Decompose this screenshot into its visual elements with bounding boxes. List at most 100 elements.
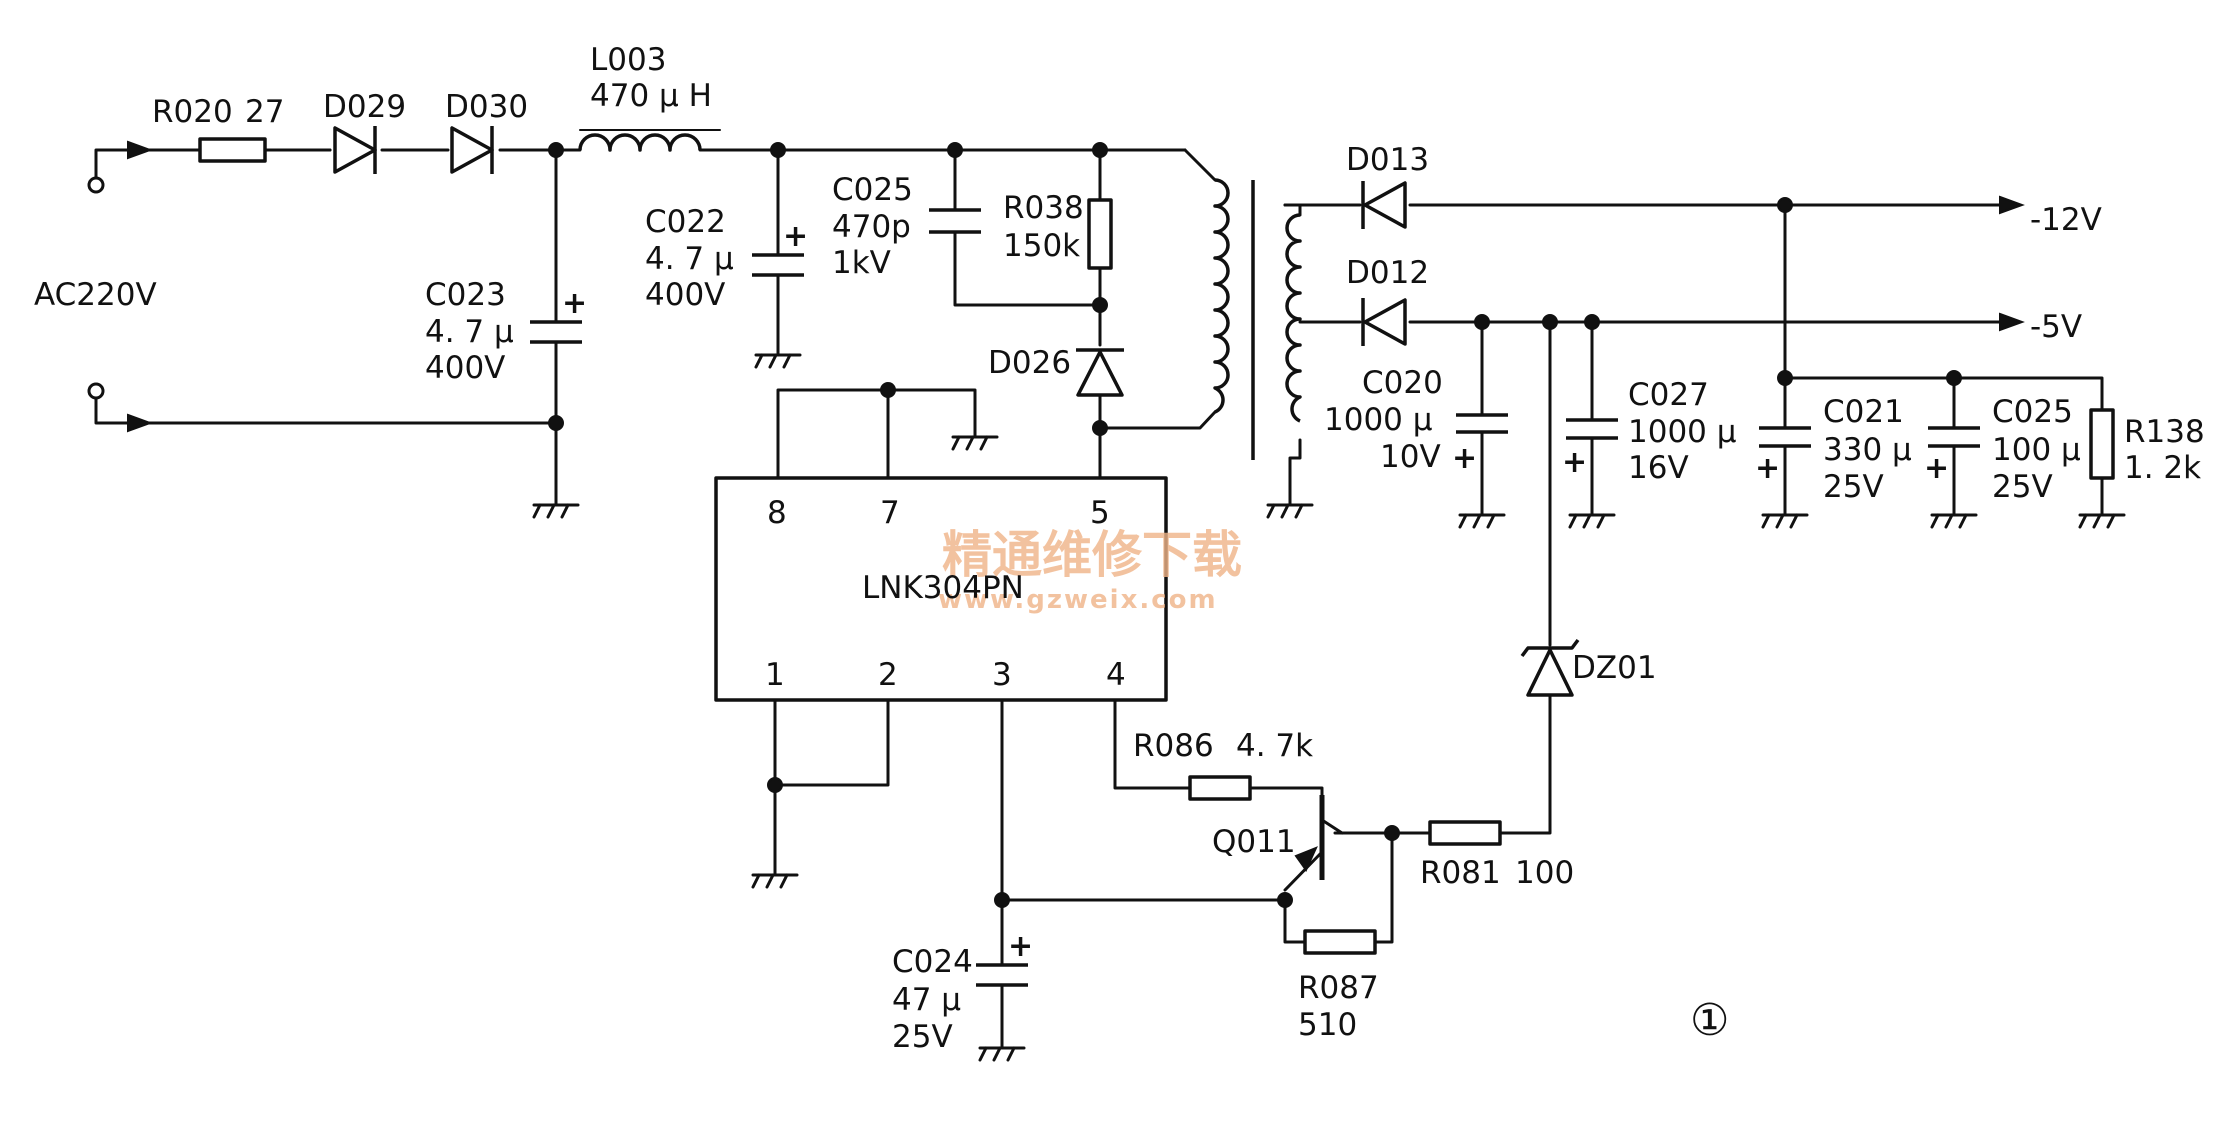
c025a-ref: C025	[832, 172, 913, 208]
r087-resistor	[1303, 929, 1377, 955]
c025a-voltage: 1kV	[832, 245, 891, 281]
c020-value: 1000 μ	[1324, 402, 1432, 438]
l003-ref: L003	[590, 42, 666, 78]
c025a-value: 470p	[832, 209, 911, 245]
ic-pin-4: 4	[1106, 657, 1126, 693]
r020-ref: R020	[152, 94, 233, 130]
r081-value: 100	[1515, 855, 1574, 891]
c020-ref: C020	[1362, 365, 1443, 401]
ac-input-label: AC220V	[34, 277, 157, 313]
r020-value: 27	[245, 94, 284, 130]
r038-value: 150k	[1003, 228, 1080, 264]
r086-resistor	[1188, 775, 1252, 801]
c023-voltage: 400V	[425, 350, 505, 386]
d029-diode	[308, 126, 377, 174]
d026-ref: D026	[988, 345, 1071, 381]
c025b-capacitor: +	[1924, 426, 1980, 486]
junction-dots	[548, 142, 1962, 908]
c027-ref: C027	[1628, 377, 1709, 413]
c022-voltage: 400V	[645, 277, 725, 313]
svg-text:+: +	[562, 286, 587, 321]
c021-voltage: 25V	[1823, 469, 1884, 505]
c022-ref: C022	[645, 204, 726, 240]
figure-number: ①	[1690, 995, 1729, 1046]
secondary-winding	[1285, 213, 1302, 423]
c022-capacitor: +	[752, 219, 808, 277]
d012-ref: D012	[1346, 255, 1429, 291]
r138-resistor	[2089, 408, 2115, 480]
input-arrow-top	[127, 140, 153, 160]
ic-pin-8: 8	[767, 495, 787, 531]
c024-capacitor: +	[976, 929, 1033, 987]
r138-value: 1. 2k	[2124, 450, 2201, 486]
ic-pin-5: 5	[1090, 495, 1110, 531]
r081-ref: R081	[1420, 855, 1501, 891]
svg-text:+: +	[1755, 451, 1780, 486]
c025b-voltage: 25V	[1992, 469, 2053, 505]
d012-diode	[1361, 298, 1407, 346]
c025a-capacitor	[929, 208, 981, 234]
c022-value: 4. 7 μ	[645, 241, 734, 277]
d030-ref: D030	[445, 89, 528, 125]
ic-pin-1: 1	[765, 657, 785, 693]
watermark-text: 精通维修下载	[942, 526, 1242, 584]
dz01-zener-diode	[1520, 638, 1580, 697]
r087-ref: R087	[1298, 970, 1379, 1006]
c021-capacitor: +	[1755, 426, 1811, 486]
c023-value: 4. 7 μ	[425, 314, 514, 350]
output-arrow-12v	[1999, 195, 2025, 215]
ic-lnk304pn	[714, 476, 1168, 702]
svg-text:+: +	[1924, 451, 1949, 486]
c021-value: 330 μ	[1823, 432, 1912, 468]
c027-capacitor: +	[1562, 418, 1618, 480]
output-12v-label: -12V	[2030, 202, 2102, 238]
output-arrow-5v	[1999, 312, 2025, 332]
q011-transistor	[1283, 795, 1344, 892]
c027-voltage: 16V	[1628, 450, 1689, 486]
input-arrow-bottom	[127, 413, 153, 433]
c023-capacitor: +	[530, 286, 587, 344]
labels: AC220V R020 27 D029 D030 L003 470 μ H C0…	[34, 42, 2205, 1055]
d026-diode	[1076, 348, 1124, 397]
c024-ref: C024	[892, 944, 973, 980]
d029-ref: D029	[323, 89, 406, 125]
d030-diode	[450, 126, 494, 174]
svg-text:+: +	[1452, 441, 1477, 476]
ac-input-terminals	[87, 140, 153, 433]
svg-text:+: +	[783, 219, 808, 254]
c023-ref: C023	[425, 277, 506, 313]
c024-voltage: 25V	[892, 1019, 953, 1055]
ic-pin-7: 7	[880, 495, 900, 531]
dz01-ref: DZ01	[1572, 650, 1657, 686]
r081-resistor	[1428, 820, 1502, 846]
c025b-ref: C025	[1992, 394, 2073, 430]
l003-value: 470 μ H	[590, 78, 712, 114]
svg-text:+: +	[1008, 929, 1033, 964]
input-terminal-bottom	[87, 382, 105, 400]
r086-value: 4. 7k	[1236, 728, 1313, 764]
d013-diode	[1361, 181, 1407, 229]
c020-voltage: 10V	[1380, 439, 1441, 475]
c025b-value: 100 μ	[1992, 432, 2081, 468]
input-terminal-top	[87, 176, 105, 194]
c024-value: 47 μ	[892, 982, 961, 1018]
ic-pin-2: 2	[878, 657, 898, 693]
r038-resistor	[1087, 198, 1113, 270]
ic-pin-3: 3	[992, 657, 1012, 693]
l003-inductor	[578, 133, 702, 152]
c021-ref: C021	[1823, 394, 1904, 430]
r020-resistor	[198, 137, 267, 163]
r086-ref: R086	[1133, 728, 1214, 764]
r138-ref: R138	[2124, 414, 2205, 450]
svg-text:+: +	[1562, 445, 1587, 480]
c027-value: 1000 μ	[1628, 414, 1736, 450]
watermark-url: www.gzweix.com	[938, 585, 1218, 615]
transformer	[1213, 178, 1302, 460]
primary-winding	[1213, 178, 1230, 414]
c020-capacitor: +	[1452, 413, 1508, 476]
output-5v-label: -5V	[2030, 309, 2082, 345]
r038-ref: R038	[1003, 190, 1084, 226]
q011-ref: Q011	[1212, 824, 1296, 860]
r087-value: 510	[1298, 1007, 1357, 1043]
